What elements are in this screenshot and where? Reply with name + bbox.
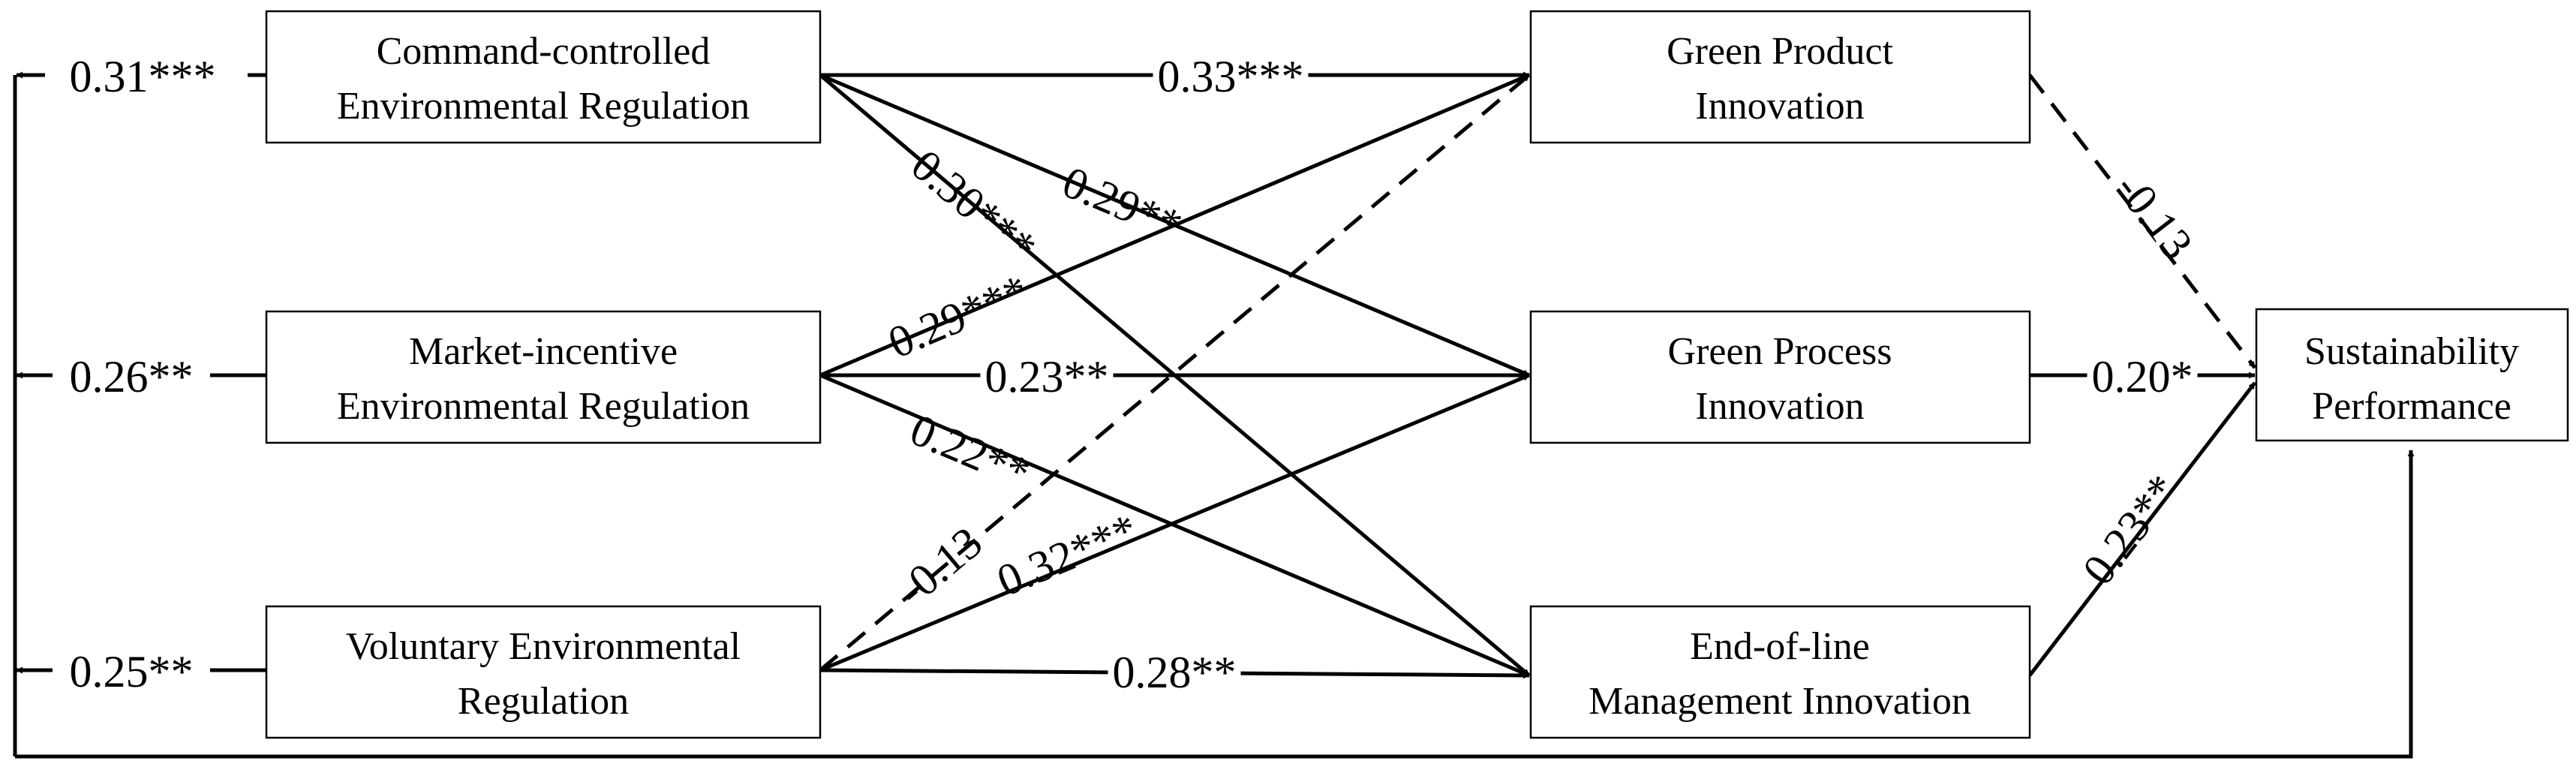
label-market-endofline: 0.22** <box>903 405 1037 498</box>
label-background <box>2087 356 2198 397</box>
node-endofline-box <box>1529 605 2031 739</box>
node-sustainability-line-2: Performance <box>2312 385 2511 428</box>
label-background <box>980 356 1114 397</box>
node-product-line-2: Innovation <box>1695 85 1864 128</box>
label-background <box>65 651 198 692</box>
node-command-line-1: Command-controlled <box>377 30 711 73</box>
label-background <box>1108 652 1241 693</box>
label-voluntary-endofline: 0.28** <box>1113 648 1237 697</box>
node-endofline: End-of-line Management Innovation <box>1589 625 1971 723</box>
node-command: Command-controlled Environmental Regulat… <box>337 30 750 128</box>
node-voluntary-line-1: Voluntary Environmental <box>346 625 741 668</box>
node-process-line-2: Innovation <box>1695 385 1864 428</box>
label-background <box>1153 56 1309 97</box>
node-voluntary: Voluntary Environmental Regulation <box>346 625 741 723</box>
node-market-line-1: Market-incentive <box>409 330 678 373</box>
edge-market-product <box>819 73 1530 377</box>
node-endofline-line-1: End-of-line <box>1690 625 1870 668</box>
edge-market-endofline <box>819 373 1530 678</box>
label-voluntary-sustainability: 0.25** <box>70 647 194 696</box>
label-command-product: 0.33*** <box>1158 52 1304 101</box>
edge-endofline-sustainability <box>2028 381 2256 677</box>
bus-bottom-line <box>15 450 2415 759</box>
label-command-sustainability: 0.31*** <box>70 52 216 101</box>
node-sustainability-box <box>2255 308 2569 442</box>
node-command-line-2: Environmental Regulation <box>337 85 750 128</box>
node-process-line-1: Green Process <box>1668 330 1892 373</box>
node-product-box <box>1529 10 2031 144</box>
edge-product-sustainability <box>2028 74 2256 369</box>
label-market-sustainability: 0.26** <box>70 352 194 402</box>
node-market-box <box>265 310 822 444</box>
label-background <box>65 56 221 97</box>
label-market-process: 0.23** <box>985 352 1109 402</box>
label-command-process: 0.29** <box>1056 157 1189 251</box>
node-market-line-2: Environmental Regulation <box>337 385 750 428</box>
node-market: Market-incentive Environmental Regulatio… <box>337 330 750 428</box>
label-endofline-sustainability: 0.23** <box>2073 465 2188 594</box>
node-sustainability: Sustainability Performance <box>2304 330 2519 428</box>
node-product: Green Product Innovation <box>1667 30 1893 128</box>
label-product-sustainability: -0.13 <box>2106 164 2203 268</box>
edge-voluntary-process <box>819 373 1530 672</box>
label-background <box>65 356 198 397</box>
label-process-sustainability: 0.20* <box>2092 352 2193 402</box>
node-voluntary-line-2: Regulation <box>458 680 629 723</box>
node-process-box <box>1529 310 2031 444</box>
label-voluntary-process: 0.32*** <box>990 504 1144 606</box>
node-voluntary-box <box>265 605 822 739</box>
edge-voluntary-product <box>819 74 1531 672</box>
node-command-box <box>265 10 822 144</box>
node-sustainability-line-1: Sustainability <box>2304 330 2519 373</box>
node-product-line-1: Green Product <box>1667 30 1893 73</box>
node-endofline-line-2: Management Innovation <box>1589 680 1971 723</box>
node-process: Green Process Innovation <box>1668 330 1892 428</box>
